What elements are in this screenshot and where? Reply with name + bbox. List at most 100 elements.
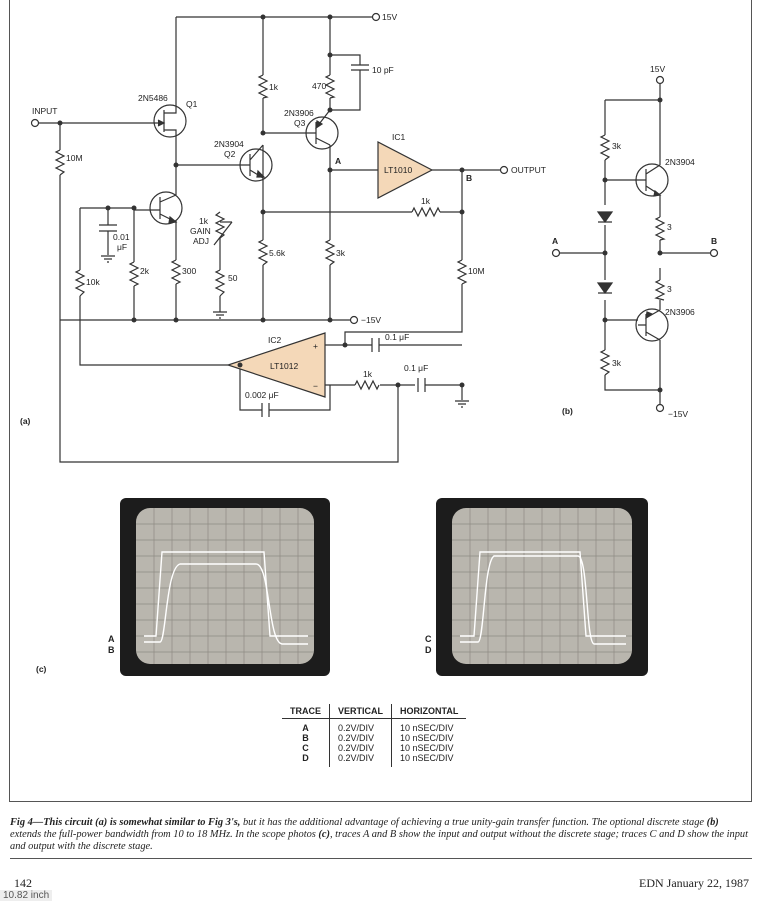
label-300: 300	[182, 266, 196, 276]
resistors-a	[54, 74, 468, 391]
terminals-a	[30, 12, 509, 325]
label-q2-ref: Q2	[224, 149, 236, 159]
resistor-470	[324, 74, 336, 99]
q-b-npn	[635, 163, 669, 197]
scope-screen-right	[452, 508, 632, 664]
label-node-b: B	[466, 173, 472, 183]
resistor-b-3-bot	[654, 279, 666, 301]
resistor-10k	[74, 269, 86, 297]
ic2-opamp-body	[226, 332, 326, 398]
label-q3-ref: Q3	[294, 118, 306, 128]
caption-part-1: but it has the additional advantage of a…	[240, 817, 707, 828]
header-horizontal: HORIZONTAL	[391, 704, 467, 719]
label-plus: +	[313, 341, 318, 351]
opamps-a	[226, 141, 434, 398]
label-3k: 3k	[336, 248, 346, 258]
label-b-node-b: B	[711, 236, 717, 246]
caption-ref-c: (c)	[318, 829, 330, 841]
trace-label-a: A	[108, 634, 115, 644]
resistor-1k-top	[257, 74, 269, 99]
transistors-a	[149, 104, 339, 225]
trace-label-d: D	[425, 645, 432, 655]
label-q2-part: 2N3904	[214, 139, 244, 149]
scope-traces-right	[452, 508, 632, 664]
label-10m-out: 10M	[468, 266, 485, 276]
resistor-2k	[128, 261, 140, 287]
capacitors-a	[99, 64, 430, 417]
label-b-node-a: A	[552, 236, 558, 246]
header-vertical: VERTICAL	[329, 704, 392, 719]
label-b-neg15v: −15V	[668, 409, 688, 419]
label-470: 470	[312, 81, 326, 91]
resistor-10m-out	[456, 259, 468, 285]
trace-c	[460, 551, 626, 637]
label-ic2-part: LT1012	[270, 361, 298, 371]
resistor-300	[170, 259, 182, 285]
label-50: 50	[228, 273, 238, 283]
journal-footer: EDN January 22, 1987	[639, 876, 749, 890]
scope-photo-right	[436, 498, 648, 676]
label-neg15v: −15V	[361, 315, 381, 325]
resistor-b-3-top	[654, 216, 666, 241]
resistor-3k	[324, 239, 336, 266]
cap-0-1uf-2	[417, 378, 426, 392]
terminal-input	[30, 118, 40, 128]
label-output: OUTPUT	[511, 165, 546, 175]
label-b-15v: 15V	[650, 64, 665, 74]
junctions-a	[57, 14, 465, 388]
resistor-1k-fb	[411, 206, 441, 218]
label-gain-3: ADJ	[193, 236, 209, 246]
label-b-q-top: 2N3904	[665, 157, 695, 167]
label-10m-in: 10M	[66, 153, 83, 163]
label-0-01: 0.01	[113, 232, 130, 242]
label-0-01-uf: μF	[117, 242, 127, 252]
label-10k: 10k	[86, 277, 100, 287]
resistor-10m-in	[54, 149, 66, 176]
resistor-b-3k-bot	[599, 349, 611, 376]
diode-b-top	[596, 211, 614, 224]
terminal-output	[499, 165, 509, 175]
label-ic1-ref: IC1	[392, 132, 406, 142]
trace-table-header: TRACE VERTICAL HORIZONTAL	[282, 704, 467, 719]
label-b-3-top: 3	[667, 222, 672, 232]
resistor-1k-ic2	[354, 379, 380, 391]
label-ic1-part: LT1010	[384, 165, 412, 175]
label-q1-ref: Q1	[186, 99, 198, 109]
scope-screen-left	[136, 508, 314, 664]
label-gain-2: GAIN	[190, 226, 211, 236]
cap-0-01uf	[99, 224, 117, 240]
scope-traces-left	[136, 508, 314, 664]
terminal-15v	[371, 12, 381, 22]
q-b-pnp	[635, 308, 669, 342]
label-minus: −	[313, 381, 318, 391]
label-15v: 15V	[382, 12, 397, 22]
q1-jfet	[153, 104, 187, 138]
label-gain-1: 1k	[199, 216, 209, 226]
trace-d	[460, 555, 626, 645]
label-panel-b: (b)	[562, 406, 573, 416]
resistor-b-3k-top	[599, 134, 611, 161]
caption-rule	[10, 858, 752, 859]
header-trace: TRACE	[282, 704, 330, 719]
resistor-gain-1k	[214, 211, 226, 239]
label-b-3-bot: 3	[667, 284, 672, 294]
schematic-a: 15V INPUT 2N5486 Q1 10M 1k 470 10 pF 2N3…	[20, 12, 719, 463]
label-1k-ic2: 1k	[363, 369, 373, 379]
cap-0-1uf-1	[371, 338, 380, 352]
trace-b	[144, 563, 308, 645]
trace-label-b: B	[108, 645, 115, 655]
label-c0002: 0.002 μF	[245, 390, 279, 400]
figure-caption: Fig 4—This circuit (a) is somewhat simil…	[10, 817, 750, 854]
label-5-6k: 5.6k	[269, 248, 286, 258]
label-1k-top: 1k	[269, 82, 279, 92]
label-c01-2: 0.1 μF	[404, 363, 428, 373]
label-q1-part: 2N5486	[138, 93, 168, 103]
label-input: INPUT	[32, 106, 58, 116]
label-b-q-bot: 2N3906	[665, 307, 695, 317]
caption-part-2: extends the full-power bandwidth from 10…	[10, 829, 319, 841]
resistor-5-6k	[257, 239, 269, 266]
